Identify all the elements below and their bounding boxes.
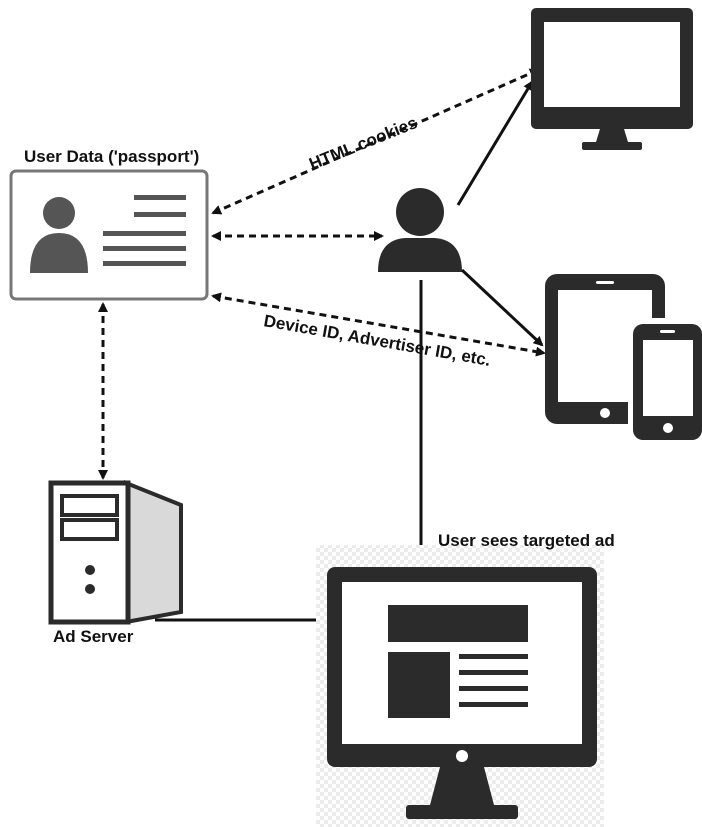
edge-user-desktop <box>456 80 534 206</box>
id-card-icon <box>9 169 209 301</box>
web-page-monitor-icon <box>316 545 604 827</box>
phone-icon <box>628 318 702 446</box>
user-icon <box>378 188 462 272</box>
edge-user-tablet <box>460 268 544 347</box>
edges <box>98 68 546 625</box>
label-html-cookies: HTML cookies <box>306 113 420 174</box>
server-tower-icon <box>48 480 183 625</box>
desktop-monitor-icon <box>531 8 693 150</box>
edge-device-id <box>211 292 546 357</box>
label-device-id: Device ID, Advertiser ID, etc. <box>262 311 492 370</box>
label-targeted-ad: User sees targeted ad <box>438 531 615 550</box>
label-user-data: User Data ('passport') <box>24 147 199 166</box>
label-ad-server: Ad Server <box>53 627 134 646</box>
